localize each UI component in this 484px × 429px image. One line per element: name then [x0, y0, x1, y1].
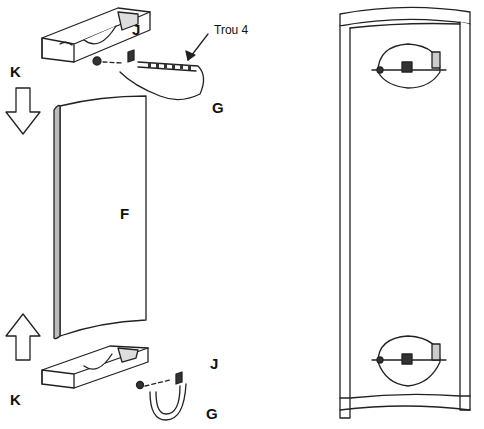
part-letter: G	[212, 100, 224, 115]
part-letter: K	[10, 392, 21, 407]
part-letter: K	[10, 64, 21, 79]
part-letter: J	[132, 22, 140, 37]
part-letter: F	[120, 206, 129, 221]
part-letter: G	[206, 406, 218, 421]
hole-callout: Trou 4	[214, 24, 248, 36]
part-letter: J	[210, 356, 218, 371]
